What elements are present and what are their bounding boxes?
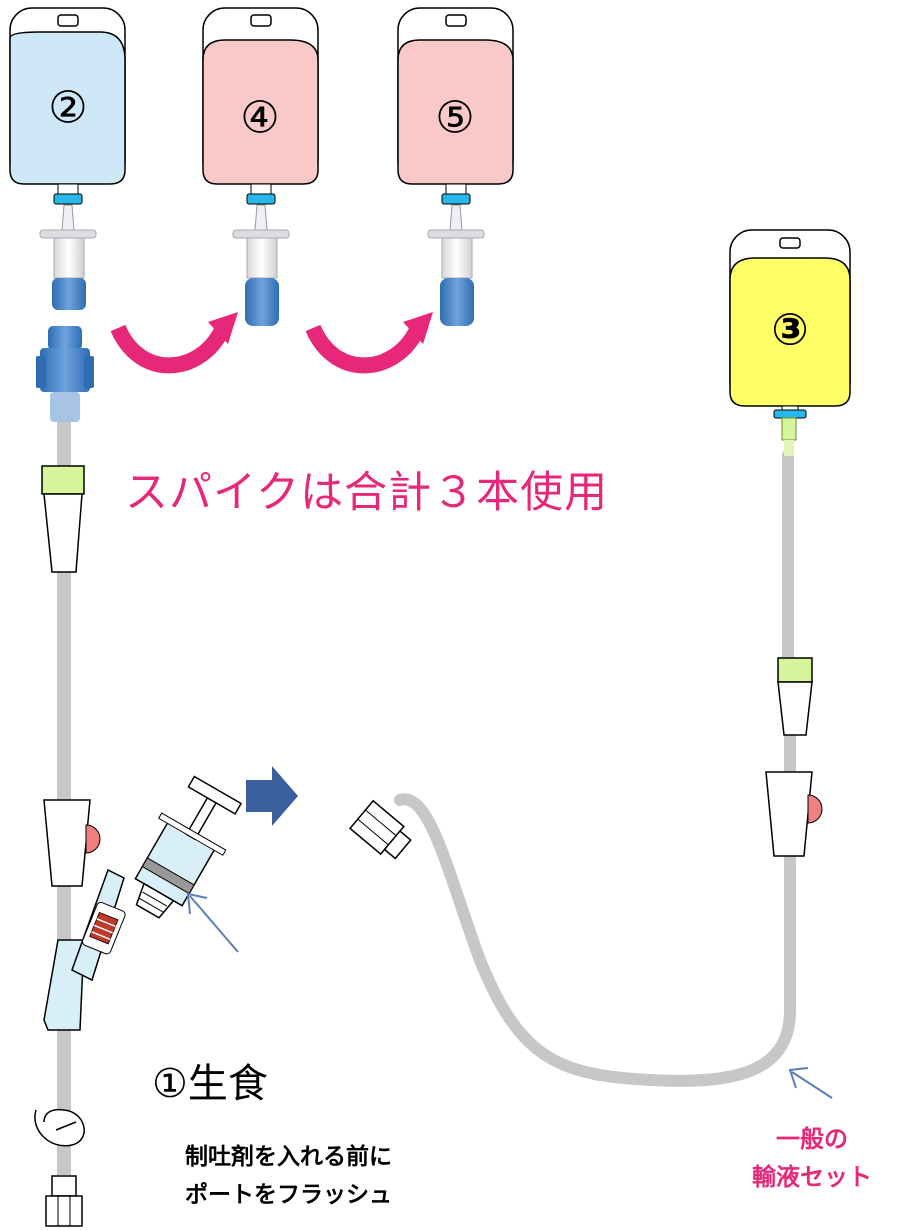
bag-5 bbox=[397, 7, 514, 185]
bag-2 bbox=[9, 7, 126, 185]
saline-label: ①生食 bbox=[152, 1061, 268, 1107]
drip-chamber-general bbox=[765, 771, 823, 857]
main-line-end-connector bbox=[45, 1175, 83, 1227]
bag-port bbox=[53, 183, 807, 419]
y-site-port bbox=[43, 868, 126, 1031]
general-set-pointer-arrow bbox=[788, 1067, 833, 1099]
drip-chamber-main bbox=[43, 799, 101, 887]
roller-clamp-main bbox=[41, 465, 85, 573]
bag-3-number: ③ bbox=[771, 305, 808, 356]
syringe-pointer-arrow bbox=[186, 892, 239, 953]
general-set-line-2: 輸液セット bbox=[752, 1163, 872, 1191]
flush-note-line-1: 制吐剤を入れる前に bbox=[185, 1144, 392, 1170]
switch-arrow-1 bbox=[110, 312, 238, 374]
bag-4-number: ④ bbox=[240, 93, 279, 144]
bag-5-number: ⑤ bbox=[435, 93, 474, 144]
spike-under-bag-5 bbox=[427, 204, 485, 326]
spike-under-bag-4 bbox=[232, 204, 290, 326]
spike-connector bbox=[36, 326, 94, 422]
roller-clamp-general bbox=[777, 657, 813, 736]
general-set-connector bbox=[348, 799, 412, 860]
switch-arrow-2 bbox=[305, 312, 433, 374]
flush-note: 制吐剤を入れる前に ポートをフラッシュ bbox=[185, 1138, 392, 1214]
bag-3 bbox=[729, 229, 851, 407]
spike-under-bag-2 bbox=[39, 204, 97, 310]
saline-syringe bbox=[134, 775, 243, 919]
spike-count-note: スパイクは合計３本使用 bbox=[125, 468, 609, 518]
general-set-label: 一般の 輸液セット bbox=[752, 1120, 872, 1196]
general-set-line-1: 一般の bbox=[776, 1125, 848, 1153]
flush-note-line-2: ポートをフラッシュ bbox=[185, 1182, 392, 1208]
general-set-spike bbox=[781, 417, 797, 456]
general-set-tube bbox=[394, 449, 796, 1087]
connect-arrow-icon bbox=[246, 766, 298, 826]
bag-2-number: ② bbox=[48, 83, 87, 134]
slide-clamp bbox=[34, 1108, 85, 1147]
bag-4 bbox=[202, 7, 319, 185]
